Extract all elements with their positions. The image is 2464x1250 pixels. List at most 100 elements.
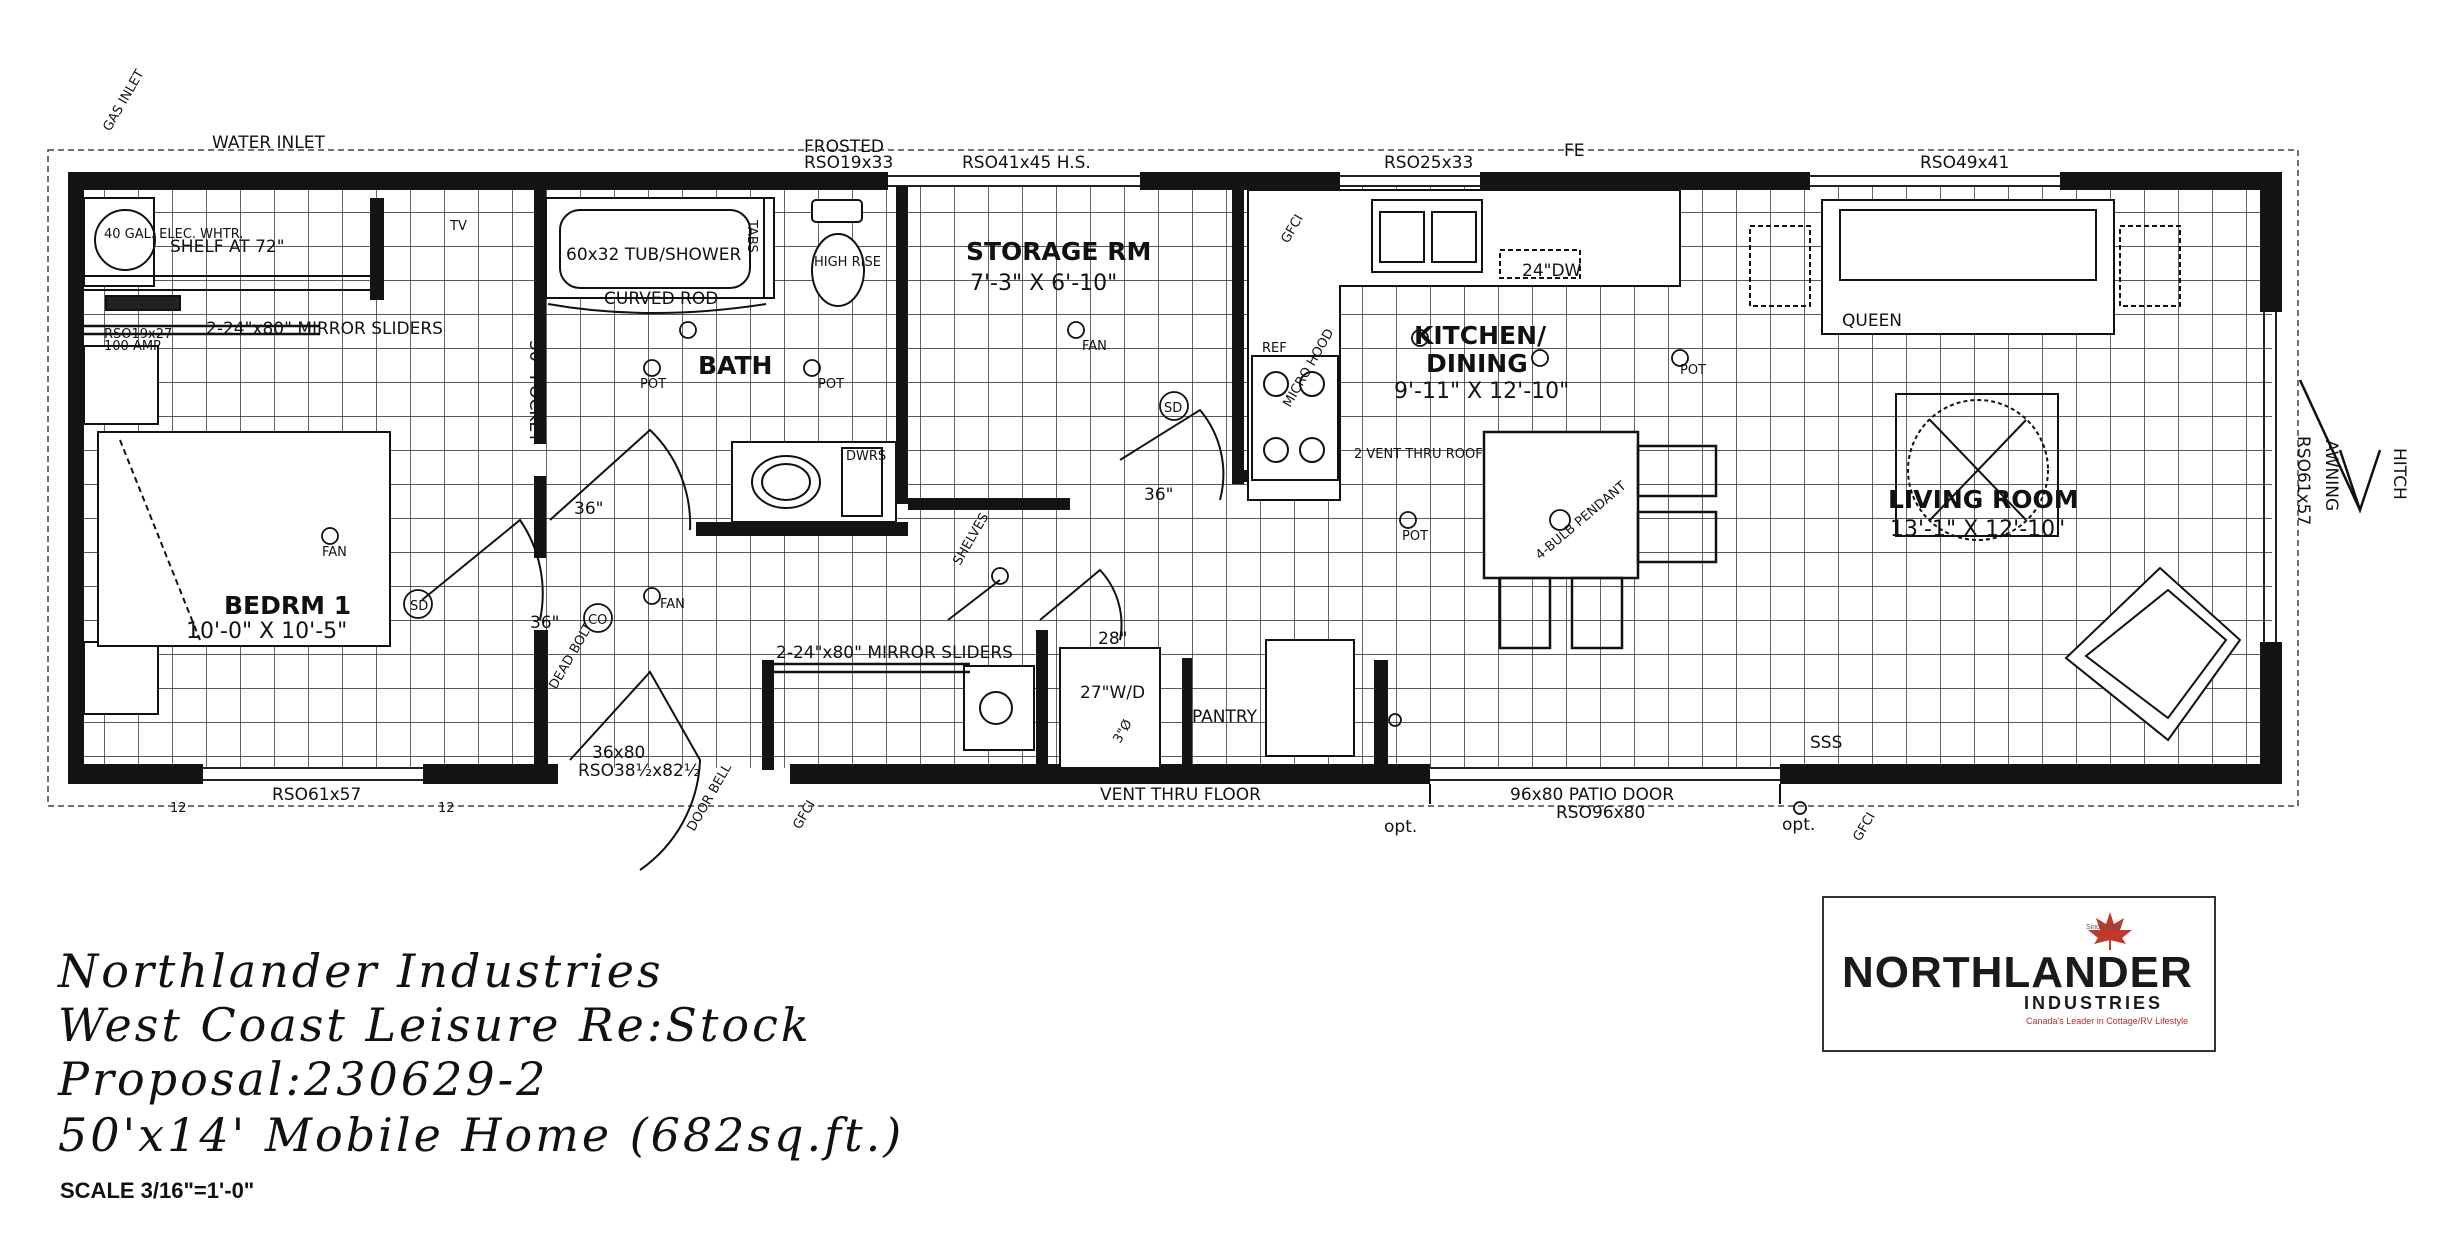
hitch-symbol (2298, 379, 2382, 514)
kitchen-dims: 9'-11" X 12'-10" (1394, 379, 1569, 404)
armchair (2064, 566, 2242, 742)
circuit-12-2: 12 (438, 801, 455, 816)
shelf-label: SHELF AT 72" (170, 237, 285, 257)
fridge-label: REF (1262, 341, 1287, 356)
awning-label: AWNING (2321, 440, 2341, 511)
fan-label-1: FAN (322, 545, 347, 560)
bedroom-dims: 10'-0" X 10'-5" (186, 619, 347, 644)
smoke-detector-icon (1159, 391, 1189, 421)
queen-label: QUEEN (1842, 311, 1902, 331)
wd-label: 27"W/D (1080, 683, 1145, 703)
tv-label: TV (449, 219, 467, 234)
co-label: CO (588, 613, 607, 628)
rso-patio-label: RSO96x80 (1556, 803, 1645, 823)
scale-label: SCALE 3/16"=1'-0" (60, 1178, 255, 1203)
logo-sub: INDUSTRIES (2024, 993, 2164, 1013)
pocket-label: 30" POCKET (525, 340, 545, 443)
title-size: 50'x14' Mobile Home (682sq.ft.) (58, 1108, 905, 1162)
co-detector-icon (583, 603, 613, 633)
exterior-walls (68, 172, 2282, 784)
pantry-label: PANTRY (1192, 707, 1258, 727)
hitch-label: HITCH (2389, 448, 2409, 500)
kitchen-name-line2: DINING (1426, 349, 1528, 378)
fan-icon (1067, 321, 1085, 339)
pot-label-2: POT (818, 377, 844, 392)
dishwasher-label: 24"DW (1522, 261, 1582, 281)
vanity (731, 441, 897, 523)
fan-icon (679, 321, 697, 339)
frosted-label: FROSTED (804, 137, 884, 157)
gfci-label-2: GFCI (790, 798, 818, 832)
pot-light-icon (1531, 349, 1549, 367)
door-markers (1429, 784, 1781, 804)
maple-leaf-icon (2088, 912, 2132, 950)
tub-label: 60x32 TUB/SHOWER (566, 245, 741, 265)
ssq-label: SSS (1810, 733, 1842, 753)
water-inlet-label: WATER INLET (212, 133, 325, 153)
door-swings (421, 408, 1225, 871)
interior-walls (370, 186, 1388, 770)
toilet (811, 199, 865, 307)
sd-label: SD (1164, 401, 1182, 416)
fan-icon (643, 587, 661, 605)
fixtures (321, 321, 1807, 815)
kitchen-name-line1: KITCHEN/ (1414, 321, 1547, 350)
rso-side-label: RSO61x57 (2293, 436, 2313, 525)
closet-sliders (84, 324, 970, 674)
pot-light-icon (991, 567, 1009, 585)
pot-light-icon (1411, 329, 1429, 347)
rso-door-label: RSO38½x82½ (578, 761, 700, 781)
closet1-label: 2-24"x80" MIRROR SLIDERS (206, 319, 443, 339)
vent-floor-label: VENT THRU FLOOR (1100, 785, 1261, 805)
rso-kitchen-label: RSO25x33 (1384, 153, 1473, 173)
patio-label: 96x80 PATIO DOOR (1510, 785, 1674, 805)
fan-label-2: FAN (1082, 339, 1107, 354)
vent-roof-label: 2 VENT THRU ROOF (1354, 447, 1483, 462)
rso-storage-label: RSO41x45 H.S. (962, 153, 1091, 173)
pot-light-icon (803, 359, 821, 377)
utility-area (83, 197, 370, 715)
logo-name: NORTHLANDER (1842, 948, 2193, 997)
sofa-queen (1749, 199, 2181, 335)
bath-room-name: BATH (698, 351, 772, 380)
opt-label-1: opt. (1384, 817, 1417, 837)
dining-table (1482, 430, 1718, 650)
water-heater-label: 40 GAL. ELEC. WHTR. (104, 227, 243, 242)
tub-shower (545, 197, 775, 314)
room-names: STORAGE RM 7'-3" X 6'-10" BATH KITCHEN/ … (186, 237, 2079, 644)
pot-label-1: POT (640, 377, 666, 392)
pot-label-3: POT (1680, 363, 1706, 378)
tabs-label: TABS (744, 219, 759, 253)
door-36-label-1: 36" (574, 499, 603, 519)
door-36-label-3: 36" (1144, 485, 1173, 505)
door-36-label-2: 36" (530, 613, 559, 633)
bedroom-name: BEDRM 1 (224, 591, 351, 620)
rso-bath-label: RSO19x33 (804, 153, 893, 173)
logo-tagline: Canada's Leader in Cottage/RV Lifestyle (2026, 1016, 2189, 1026)
closet2-label: 2-24"x80" MIRROR SLIDERS (776, 643, 1013, 663)
front-door-label: 36x80 (592, 743, 645, 763)
kitchen-counter (1247, 189, 1681, 501)
logo-since: Since 1983 (2086, 924, 2122, 931)
title-company: Northlander Industries (58, 944, 664, 998)
dwrs-label: DWRS (846, 449, 886, 464)
panel-label: 100 AMP (104, 339, 161, 354)
storage-room-name: STORAGE RM (966, 237, 1151, 266)
windows (203, 175, 2277, 781)
storage-room-dims: 7'-3" X 6'-10" (970, 271, 1117, 296)
ceiling-fan-living (1895, 393, 2059, 541)
bedroom-bed (97, 431, 391, 647)
panel-window-label: RSO19x27 (104, 327, 172, 342)
gfci-label-3: GFCI (1850, 810, 1878, 844)
rso-living-label: RSO49x41 (1920, 153, 2009, 173)
pot-light-icon (1671, 349, 1689, 367)
pot-label-4: POT (1402, 529, 1428, 544)
circuit-12-1: 12 (170, 801, 187, 816)
title-proposal: Proposal:230629-2 (58, 1052, 549, 1106)
smoke-detector-icon (403, 589, 433, 619)
pendant-icon (1549, 509, 1571, 531)
opt-label-2: opt. (1782, 815, 1815, 835)
northlander-logo: Since 1983 NORTHLANDER INDUSTRIES Canada… (1822, 896, 2216, 1052)
